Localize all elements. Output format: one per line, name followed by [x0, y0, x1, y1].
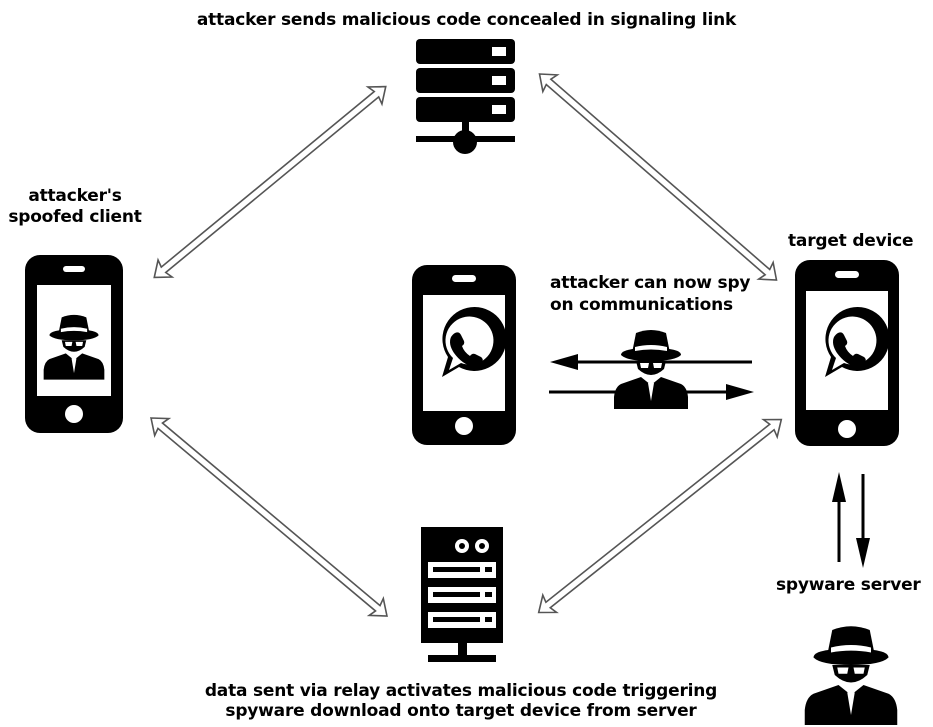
- arrow-spoofed-to-relay: [150, 417, 388, 617]
- label-spoofed-line2: spoofed client: [8, 207, 142, 227]
- label-target-device: target device: [788, 231, 914, 251]
- relay-server-icon: [421, 527, 503, 662]
- connector-arrows: [150, 73, 783, 617]
- label-relay: data sent via relay activates malicious …: [150, 681, 772, 721]
- arrow-relay-to-target: [537, 418, 783, 614]
- label-relay-line1: data sent via relay activates malicious …: [204, 681, 718, 701]
- signaling-server-icon: [416, 39, 515, 154]
- spoofed-phone-icon: [25, 255, 123, 433]
- label-spy-line1: attacker can now spy: [550, 273, 751, 293]
- label-spoofed-client: attacker's spoofed client: [0, 186, 150, 228]
- label-spoofed-line1: attacker's: [28, 186, 122, 206]
- target-phone-icon: [795, 260, 899, 446]
- label-attacker-spy: attacker can now spy on communications: [550, 272, 751, 316]
- man-in-middle-spy-icon: [614, 330, 688, 409]
- arrow-spoofed-to-signaling: [153, 85, 387, 279]
- label-spy-line2: on communications: [550, 295, 733, 315]
- label-signaling-server: attacker sends malicious code concealed …: [196, 10, 737, 30]
- label-relay-line2: spyware download onto target device from…: [225, 701, 697, 721]
- spyware-server-spy-icon: [804, 626, 898, 725]
- spyware-download-arrows: [832, 472, 870, 568]
- label-spyware-server: spyware server: [776, 575, 921, 595]
- whatsapp-phone-icon: [412, 265, 516, 445]
- arrow-signaling-to-target: [538, 73, 778, 281]
